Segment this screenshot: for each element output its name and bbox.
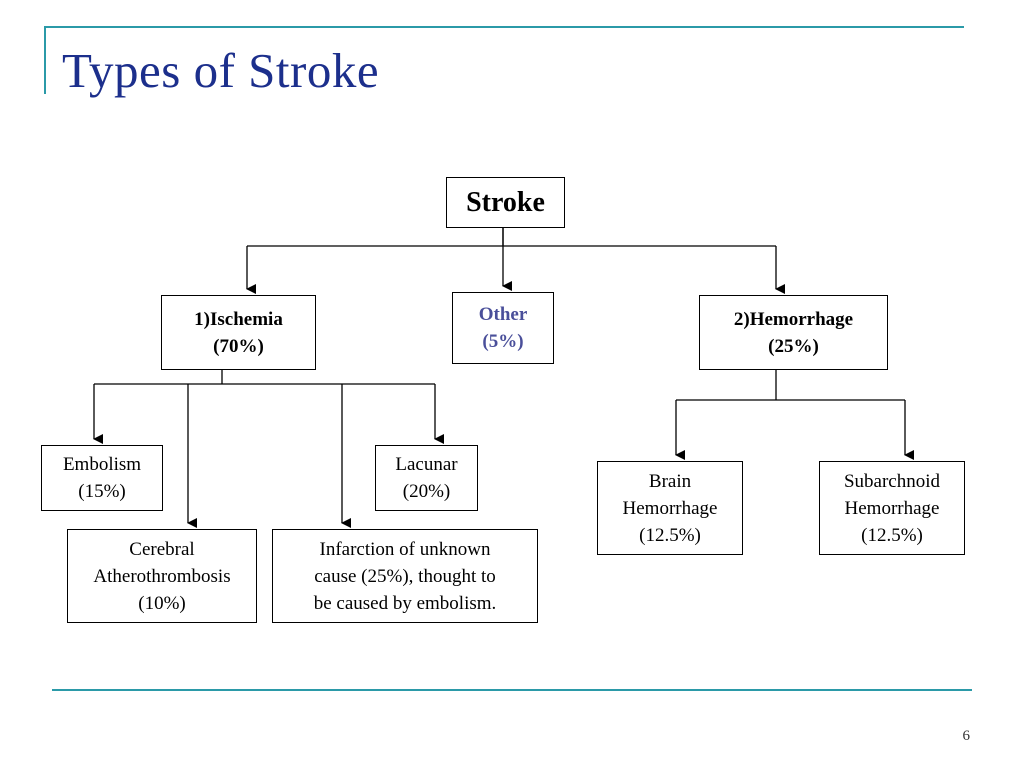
node-infarction-line-3: be caused by embolism.: [313, 592, 497, 614]
node-brain-hemorrhage-line-3: (12.5%): [639, 524, 701, 546]
node-subarachnoid-line-3: (12.5%): [861, 524, 923, 546]
node-lacunar-line-1: Lacunar: [395, 454, 458, 475]
node-stroke: Stroke: [446, 177, 565, 228]
node-cerebral-atherothrombosis: Cerebral Atherothrombosis (10%): [67, 529, 257, 623]
node-infarction-unknown: Infarction of unknown cause (25%), thoug…: [272, 529, 538, 623]
node-lacunar-line-2: (20%): [402, 481, 451, 502]
node-subarachnoid-hemorrhage: Subarchnoid Hemorrhage (12.5%): [819, 461, 965, 555]
node-ischemia-line-2: (70%): [213, 335, 264, 357]
node-cerebral-line-1: Cerebral: [129, 538, 195, 560]
node-stroke-label: Stroke: [466, 187, 545, 218]
footer-line: [52, 689, 972, 691]
node-ischemia-line-1: 1)Ischemia: [194, 308, 283, 330]
left-accent-line: [44, 28, 46, 94]
node-hemorrhage: 2)Hemorrhage (25%): [699, 295, 888, 370]
node-brain-hemorrhage: Brain Hemorrhage (12.5%): [597, 461, 743, 555]
node-subarachnoid-line-2: Hemorrhage: [844, 497, 940, 519]
node-cerebral-line-2: Atherothrombosis: [93, 565, 231, 587]
node-lacunar: Lacunar (20%): [375, 445, 478, 511]
node-other: Other (5%): [452, 292, 554, 364]
node-infarction-line-2: cause (25%), thought to: [314, 565, 496, 587]
node-other-line-2: (5%): [482, 331, 524, 352]
node-ischemia: 1)Ischemia (70%): [161, 295, 316, 370]
node-cerebral-line-3: (10%): [138, 592, 186, 614]
node-infarction-line-1: Infarction of unknown: [319, 538, 491, 560]
node-brain-hemorrhage-line-2: Hemorrhage: [622, 497, 718, 519]
page-number: 6: [962, 728, 971, 744]
node-embolism-line-2: (15%): [78, 481, 126, 502]
top-accent-line: [44, 26, 964, 28]
node-other-line-1: Other: [478, 304, 528, 325]
node-subarachnoid-line-1: Subarchnoid: [843, 470, 941, 492]
node-embolism: Embolism (15%): [41, 445, 163, 511]
slide-title: Types of Stroke: [62, 43, 380, 98]
node-hemorrhage-line-2: (25%): [768, 335, 819, 357]
node-hemorrhage-line-1: 2)Hemorrhage: [733, 308, 854, 330]
node-brain-hemorrhage-line-1: Brain: [648, 470, 692, 492]
node-embolism-line-1: Embolism: [62, 454, 142, 475]
